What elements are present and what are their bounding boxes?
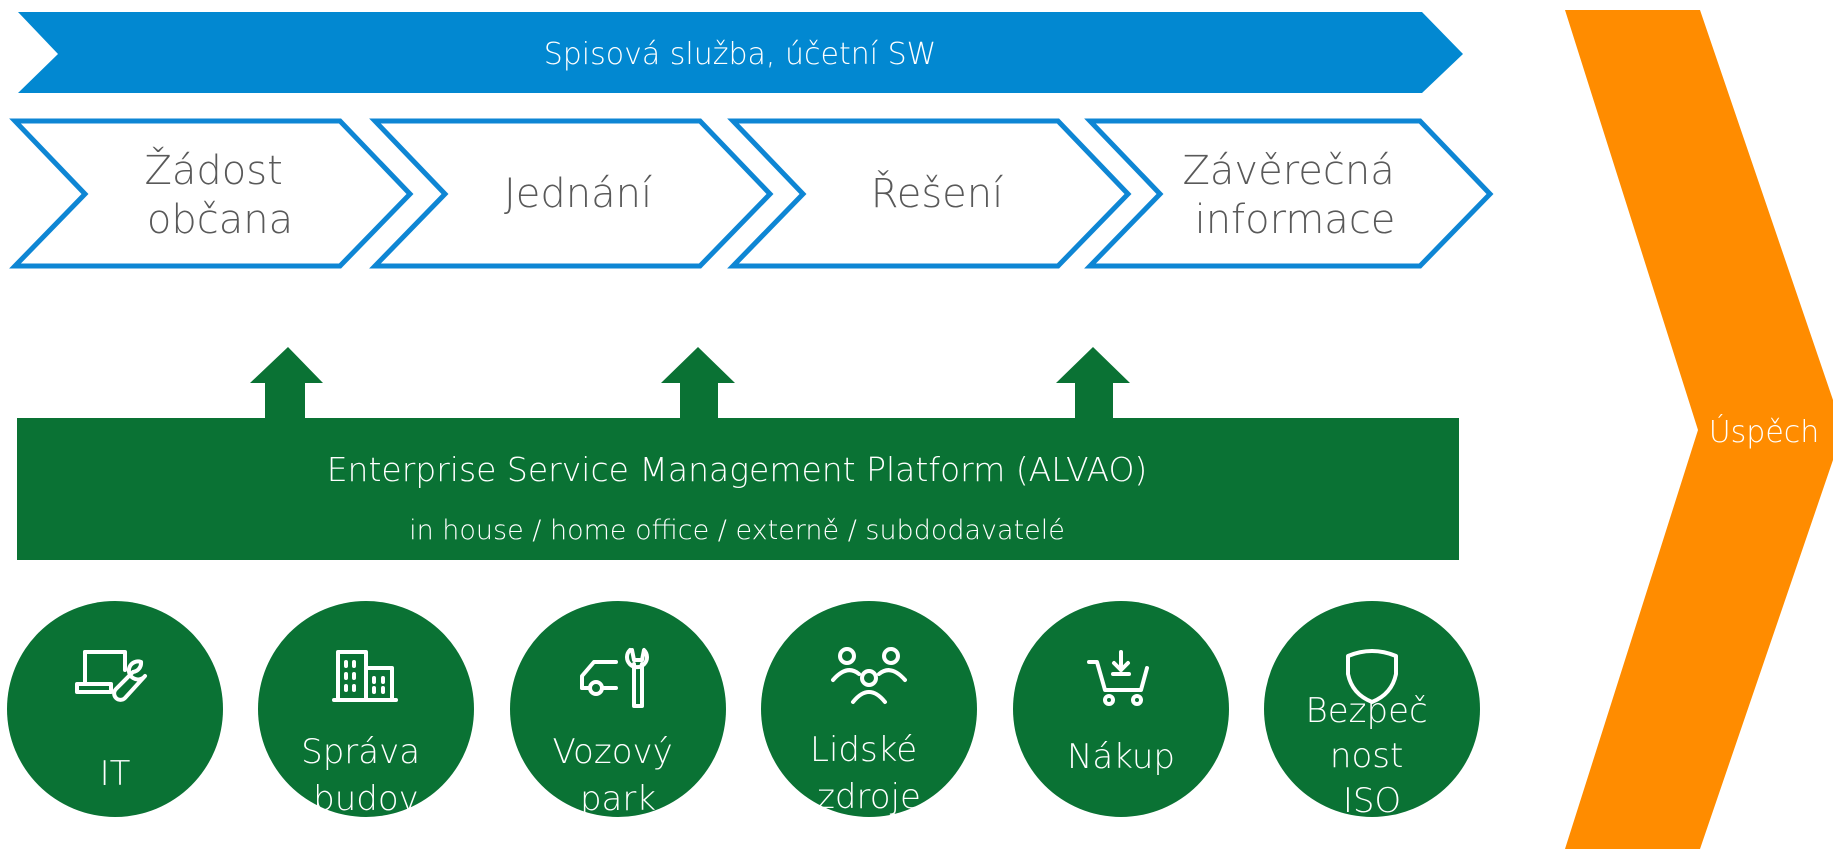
domain-label: Správa budov bbox=[301, 732, 431, 819]
domain-label-line: ISO bbox=[1343, 781, 1401, 821]
domain-label-line: zdroje bbox=[817, 777, 921, 817]
step-zadost-obcana: Žádost občana bbox=[9, 118, 414, 269]
domain-label: Vozový park bbox=[552, 732, 683, 819]
domain-circle bbox=[258, 601, 474, 817]
process-steps: Žádost občana Jednání Řešení Závěrečná i… bbox=[9, 118, 1494, 269]
step-label: Žádost občana bbox=[144, 146, 295, 243]
step-label: Řešení bbox=[871, 169, 1004, 217]
step-label: Závěrečná informace bbox=[1183, 148, 1408, 243]
domain-label-line: nost bbox=[1330, 736, 1403, 776]
car-wrench-icon bbox=[580, 648, 649, 708]
step-label-line: Závěrečná bbox=[1183, 148, 1395, 194]
domain-label-line: Nákup bbox=[1067, 737, 1175, 777]
domain-label: Lidské zdroje bbox=[810, 730, 928, 817]
step-label-line: Jednání bbox=[504, 171, 652, 217]
laptop-wrench-icon bbox=[75, 650, 147, 702]
domain-label-line: park bbox=[580, 779, 656, 819]
domain-label-line: Lidské bbox=[810, 730, 917, 770]
domain-sprava-budov: Správa budov bbox=[258, 601, 474, 819]
step-chevron bbox=[1084, 118, 1494, 269]
platform-bar-shape bbox=[17, 418, 1459, 560]
domain-label-line: Vozový bbox=[552, 732, 672, 772]
success-chevron: Úspěch bbox=[1565, 10, 1833, 849]
domain-vozovy-park: Vozový park bbox=[510, 601, 726, 819]
domain-bezpecnost-iso: Bezpeč nost ISO bbox=[1264, 601, 1480, 821]
domain-label-line: IT bbox=[100, 754, 131, 794]
domain-lidske-zdroje: Lidské zdroje bbox=[761, 601, 977, 817]
step-reseni: Řešení bbox=[727, 118, 1132, 269]
domain-label: Bezpeč nost ISO bbox=[1305, 691, 1438, 821]
success-chevron-shape bbox=[1565, 10, 1833, 849]
domain-circles: IT Správa budov bbox=[7, 601, 1480, 821]
shopping-cart-icon bbox=[1087, 650, 1149, 706]
up-arrow bbox=[1056, 347, 1130, 420]
top-banner: Spisová služba, účetní SW bbox=[18, 12, 1463, 93]
domain-circle bbox=[510, 601, 726, 817]
step-label: Jednání bbox=[504, 171, 652, 217]
platform-subtitle: in house / home office / externě / subdo… bbox=[409, 515, 1065, 546]
people-icon bbox=[831, 647, 907, 704]
step-jednani: Jednání bbox=[369, 118, 774, 269]
step-chevron bbox=[727, 118, 1132, 269]
top-banner-label: Spisová služba, účetní SW bbox=[544, 37, 937, 72]
platform-title: Enterprise Service Management Platform (… bbox=[327, 450, 1148, 489]
step-label-line: informace bbox=[1195, 197, 1396, 243]
domain-label-line: Správa bbox=[301, 732, 420, 772]
building-icon bbox=[332, 650, 398, 702]
domain-circle bbox=[761, 601, 977, 817]
step-label-line: Řešení bbox=[871, 169, 1004, 217]
domain-circle bbox=[7, 601, 223, 817]
step-zaverecna-informace: Závěrečná informace bbox=[1084, 118, 1494, 269]
top-banner-shape bbox=[18, 12, 1463, 93]
platform-bar: Enterprise Service Management Platform (… bbox=[17, 418, 1459, 560]
up-arrow bbox=[250, 347, 323, 420]
domain-label: IT bbox=[100, 754, 131, 794]
step-chevron bbox=[369, 118, 774, 269]
domain-circle bbox=[1013, 601, 1229, 817]
shield-icon bbox=[1346, 649, 1398, 704]
step-chevron bbox=[9, 118, 414, 269]
step-label-line: Žádost bbox=[144, 146, 282, 194]
up-arrows bbox=[250, 347, 1130, 420]
up-arrow bbox=[661, 347, 735, 420]
domain-label: Nákup bbox=[1067, 737, 1175, 777]
domain-nakup: Nákup bbox=[1013, 601, 1229, 817]
success-label: Úspěch bbox=[1709, 413, 1820, 450]
domain-it: IT bbox=[7, 601, 223, 817]
domain-label-line: budov bbox=[313, 779, 419, 819]
domain-circle bbox=[1264, 601, 1480, 817]
step-label-line: občana bbox=[147, 197, 293, 243]
domain-label-line: Bezpeč bbox=[1305, 691, 1427, 731]
